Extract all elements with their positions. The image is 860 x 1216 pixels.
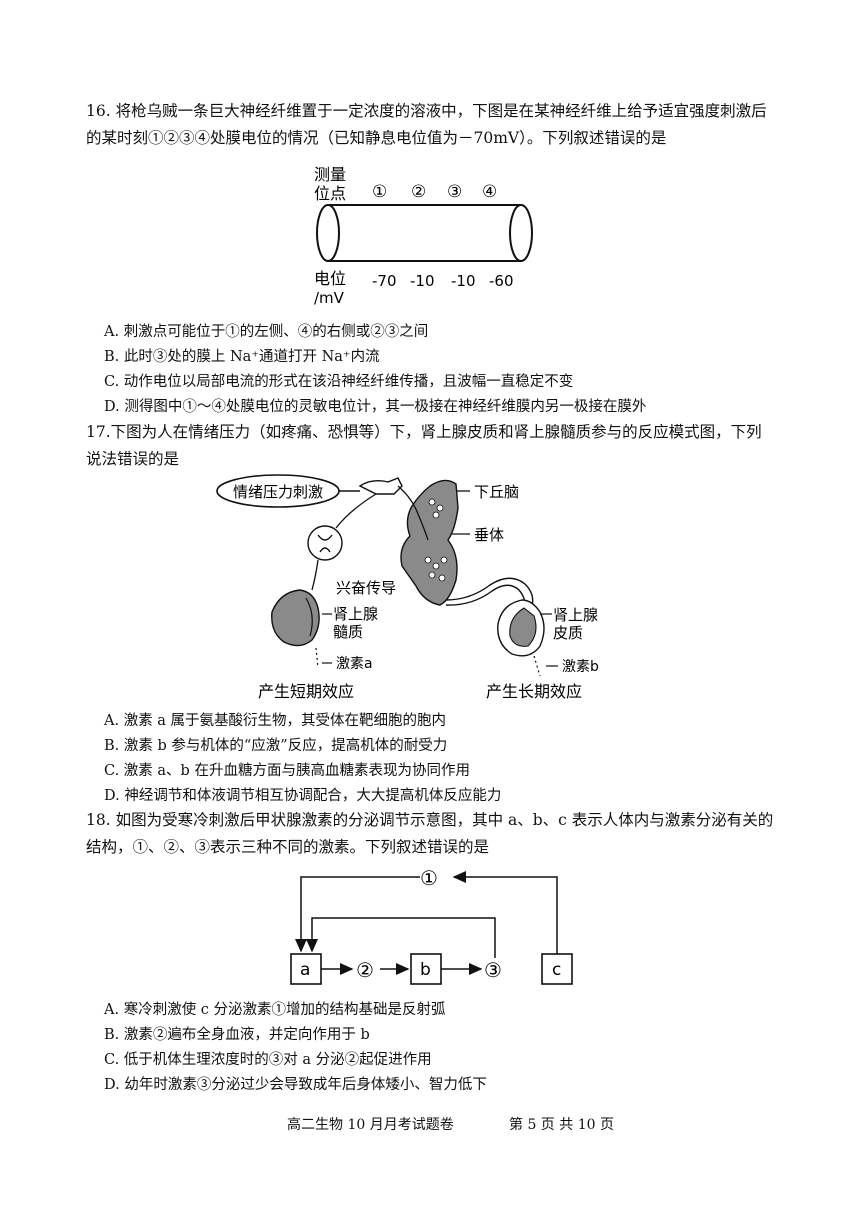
box-c xyxy=(541,953,573,985)
granules xyxy=(424,498,448,582)
stimulus-label: 情绪压力刺激 xyxy=(233,483,323,501)
q17-option-d: D. 神经调节和体液调节相互协调配合，大大提高机体反应能力 xyxy=(104,788,502,804)
point-3: ③ xyxy=(447,182,462,202)
blood-vessel xyxy=(445,577,534,607)
footer-title: 高二生物 10 月月考试题卷 xyxy=(287,1117,454,1133)
hormone-a-label: 激素a xyxy=(336,655,373,672)
short-effect-label: 产生短期效应 xyxy=(258,682,354,701)
potential-label-1: 电位 xyxy=(314,269,346,288)
potential-1: -70 xyxy=(372,272,397,290)
question-18-stem: 18. 如图为受寒冷刺激后甲状腺激素的分泌调节示意图，其中 a、b、c 表示人体… xyxy=(86,811,774,856)
hormone-3: ③ xyxy=(484,958,502,982)
q17-option-b: B. 激素 b 参与机体的“应激”反应，提高机体的耐受力 xyxy=(104,738,448,754)
q16-option-b: B. 此时③处的膜上 Na⁺通道打开 Na⁺内流 xyxy=(104,349,380,365)
question-17-stem: 17.下图为人在情绪压力（如疼痛、恐惧等）下，肾上腺皮质和肾上腺髓质参与的反应模… xyxy=(86,423,762,468)
q17-option-a: A. 激素 a 属于氨基酸衍生物，其受体在靶细胞的胞内 xyxy=(104,713,447,729)
measure-label-2: 位点 xyxy=(314,184,346,203)
adrenal-medulla-gland xyxy=(271,589,320,647)
medulla-label-2: 髓质 xyxy=(333,623,363,641)
sensory-neuron xyxy=(358,477,403,495)
potential-3: -10 xyxy=(451,272,476,290)
spinal-cord xyxy=(307,525,343,561)
hormone-b-label: 激素b xyxy=(562,658,599,675)
q18-option-b: B. 激素②遍布全身血液，并定向作用于 b xyxy=(104,1027,370,1043)
potential-label-2: /mV xyxy=(314,289,345,307)
footer-page: 第 5 页 共 10 页 xyxy=(509,1117,614,1133)
q16-option-d: D. 测得图中①～④处膜电位的灵敏电位计，其一极接在神经纤维膜内另一极接在膜外 xyxy=(104,399,647,415)
measure-label-1: 测量 xyxy=(314,165,346,184)
adrenal-cortex-gland xyxy=(497,599,545,657)
q18-option-d: D. 幼年时激素③分泌过少会导致成年后身体矮小、智力低下 xyxy=(104,1077,487,1093)
hormone-1: ① xyxy=(420,866,438,890)
potential-2: -10 xyxy=(410,272,435,290)
q16-option-a: A. 刺激点可能位于①的左侧、④的右侧或②③之间 xyxy=(104,324,429,340)
potential-4: -60 xyxy=(489,272,514,290)
hormone-2: ② xyxy=(356,958,374,982)
box-a-label: a xyxy=(300,960,310,980)
hypothalamus-pituitary-shape xyxy=(400,479,459,606)
q18-option-a: A. 寒冷刺激使 c 分泌激素①增加的结构基础是反射弧 xyxy=(104,1002,446,1018)
cortex-label-1: 肾上腺 xyxy=(553,606,598,624)
long-effect-label: 产生长期效应 xyxy=(486,682,582,701)
point-4: ④ xyxy=(482,182,497,202)
stimulus-oval xyxy=(216,474,340,508)
q16-option-c: C. 动作电位以局部电流的形式在该沿神经纤维传播，且波幅一直稳定不变 xyxy=(104,374,574,390)
neural-pathway xyxy=(397,485,429,541)
excitation-label: 兴奋传导 xyxy=(336,579,396,597)
box-b-label: b xyxy=(420,960,431,980)
point-2: ② xyxy=(411,182,426,202)
box-c-label: c xyxy=(552,960,561,980)
q18-option-c: C. 低于机体生理浓度时的③对 a 分泌②起促进作用 xyxy=(104,1052,432,1068)
box-b xyxy=(410,953,442,985)
medulla-label-1: 肾上腺 xyxy=(333,605,378,623)
hypothalamus-label: 下丘脑 xyxy=(474,483,519,501)
pituitary-label: 垂体 xyxy=(474,526,504,544)
q17-option-c: C. 激素 a、b 在升血糖方面与胰高血糖素表现为协同作用 xyxy=(104,763,470,779)
question-16-stem: 16. 将枪乌贼一条巨大神经纤维置于一定浓度的溶液中，下图是在某神经纤维上给予适… xyxy=(86,102,767,147)
box-a xyxy=(290,953,322,985)
cortex-label-2: 皮质 xyxy=(553,624,583,642)
point-1: ① xyxy=(372,182,387,202)
nerve-fiber-cylinder xyxy=(316,204,533,262)
